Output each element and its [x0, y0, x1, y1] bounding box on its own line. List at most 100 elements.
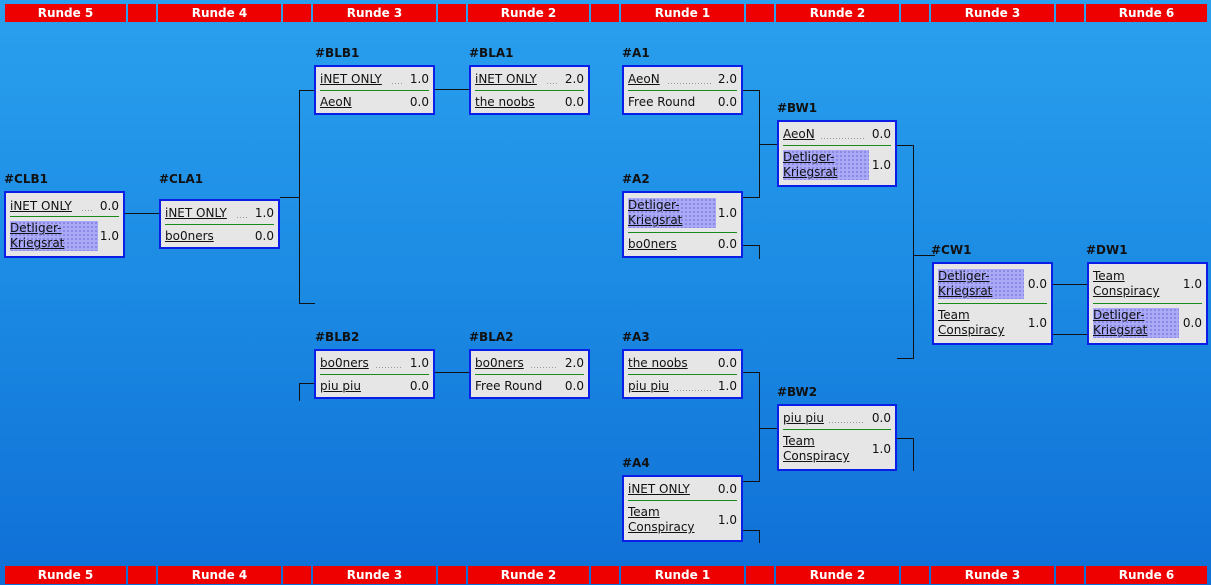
- round-header-cell: Runde 3: [313, 4, 436, 22]
- row-separator: [783, 145, 891, 146]
- team-link[interactable]: Detliger-Kriegsrat: [1093, 308, 1179, 338]
- bracket-connector: [435, 89, 470, 90]
- team-link[interactable]: AeoN: [628, 72, 660, 86]
- team-link[interactable]: Team Conspiracy: [938, 308, 1005, 337]
- match-box-bw1: AeoN 0.0 Detliger-Kriegsrat 1.0: [777, 120, 897, 187]
- row-separator: [938, 303, 1047, 304]
- match-box-dw1: Team Conspiracy 1.0 Detliger-Kriegsrat 0…: [1087, 262, 1208, 345]
- dotted-leader: [829, 422, 865, 423]
- dotted-leader: [376, 367, 403, 368]
- row-separator: [475, 374, 584, 375]
- score: 1.0: [717, 379, 737, 393]
- round-header-cell: Runde 4: [158, 566, 281, 584]
- match-box-a3: the noobs 0.0 piu piu 1.0: [622, 349, 743, 399]
- match-box-bw2: piu piu 0.0 Team Conspiracy 1.0: [777, 404, 897, 471]
- score: 1.0: [717, 513, 737, 527]
- match-box-cla1: iNET ONLY 1.0 bo0ners 0.0: [159, 199, 280, 249]
- team-link[interactable]: bo0ners: [628, 237, 677, 251]
- score: 0.0: [99, 199, 119, 213]
- team-link[interactable]: the noobs: [475, 95, 535, 109]
- bracket-connector: [299, 383, 300, 401]
- match-id-label: #BW1: [777, 101, 818, 115]
- bracket-connector: [897, 358, 914, 359]
- score: 1.0: [871, 158, 891, 172]
- round-header-gap: [591, 566, 619, 584]
- bracket-connector: [743, 372, 760, 373]
- bracket-connector: [299, 90, 300, 304]
- team-link[interactable]: AeoN: [320, 95, 352, 109]
- round-header-gap: [746, 566, 774, 584]
- team-link[interactable]: piu piu: [320, 379, 361, 393]
- score: 1.0: [1027, 316, 1047, 330]
- bracket-connector: [759, 428, 779, 429]
- team-link[interactable]: iNET ONLY: [10, 199, 72, 213]
- team-link[interactable]: iNET ONLY: [628, 482, 690, 496]
- match-id-label: #DW1: [1086, 243, 1128, 257]
- match-id-label: #BLA2: [469, 330, 514, 344]
- match-box-a1: AeoN 2.0 Free Round 0.0: [622, 65, 743, 115]
- bracket-connector: [435, 372, 470, 373]
- round-header-cell: Runde 5: [5, 566, 126, 584]
- score: 0.0: [1182, 316, 1202, 330]
- team-link[interactable]: iNET ONLY: [320, 72, 382, 86]
- bracket-connector: [1052, 284, 1087, 285]
- round-header-cell: Runde 1: [621, 566, 744, 584]
- team-name: Free Round: [475, 379, 543, 393]
- team-link[interactable]: AeoN: [783, 127, 815, 141]
- team-link[interactable]: bo0ners: [165, 229, 214, 243]
- score: 0.0: [409, 379, 429, 393]
- bracket-connector: [743, 90, 760, 91]
- team-link[interactable]: Detliger-Kriegsrat: [10, 221, 98, 251]
- dotted-leader: [668, 83, 711, 84]
- round-header-cell: Runde 6: [1086, 566, 1207, 584]
- match-box-clb1: iNET ONLY 0.0 Detliger-Kriegsrat 1.0: [4, 191, 125, 258]
- team-link[interactable]: piu piu: [783, 411, 824, 425]
- match-id-label: #BLB2: [315, 330, 360, 344]
- round-header-cell: Runde 2: [468, 4, 589, 22]
- team-link[interactable]: piu piu: [628, 379, 669, 393]
- team-link[interactable]: Detliger-Kriegsrat: [628, 198, 716, 228]
- bracket-connector: [280, 197, 300, 198]
- match-id-label: #BLA1: [469, 46, 514, 60]
- round-header-cell: Runde 1: [621, 4, 744, 22]
- round-header-cell: Runde 2: [468, 566, 589, 584]
- bracket-connector: [913, 145, 914, 359]
- round-header-cell: Runde 6: [1086, 4, 1207, 22]
- team-link[interactable]: iNET ONLY: [475, 72, 537, 86]
- round-header-top: Runde 5 Runde 4 Runde 3 Runde 2 Runde 1 …: [0, 4, 1211, 22]
- score: 0.0: [717, 482, 737, 496]
- score: 0.0: [409, 95, 429, 109]
- row-separator: [628, 90, 737, 91]
- score: 0.0: [564, 95, 584, 109]
- score: 0.0: [717, 237, 737, 251]
- row-separator: [165, 224, 274, 225]
- row-separator: [628, 500, 737, 501]
- match-box-blb1: iNET ONLY 1.0 AeoN 0.0: [314, 65, 435, 115]
- team-link[interactable]: Team Conspiracy: [783, 434, 850, 463]
- team-link[interactable]: Detliger-Kriegsrat: [783, 150, 869, 180]
- round-header-cell: Runde 2: [776, 566, 899, 584]
- team-link[interactable]: Team Conspiracy: [628, 505, 695, 534]
- dotted-leader: [392, 83, 403, 84]
- team-link[interactable]: Team Conspiracy: [1093, 269, 1160, 298]
- team-link[interactable]: bo0ners: [475, 356, 524, 370]
- match-box-bla1: iNET ONLY 2.0 the noobs 0.0: [469, 65, 590, 115]
- round-header-gap: [128, 566, 156, 584]
- round-header-gap: [283, 566, 311, 584]
- round-header-cell: Runde 2: [776, 4, 899, 22]
- score: 1.0: [871, 442, 891, 456]
- team-link[interactable]: Detliger-Kriegsrat: [938, 269, 1024, 299]
- round-header-cell: Runde 5: [5, 4, 126, 22]
- team-link[interactable]: bo0ners: [320, 356, 369, 370]
- score: 1.0: [1182, 277, 1202, 291]
- match-id-label: #CLA1: [159, 172, 204, 186]
- round-header-gap: [746, 4, 774, 22]
- team-link[interactable]: iNET ONLY: [165, 206, 227, 220]
- team-link[interactable]: the noobs: [628, 356, 688, 370]
- row-separator: [628, 232, 737, 233]
- row-separator: [783, 429, 891, 430]
- bracket-connector: [759, 372, 760, 482]
- match-box-blb2: bo0ners 1.0 piu piu 0.0: [314, 349, 435, 399]
- dotted-leader: [547, 83, 558, 84]
- row-separator: [1093, 303, 1202, 304]
